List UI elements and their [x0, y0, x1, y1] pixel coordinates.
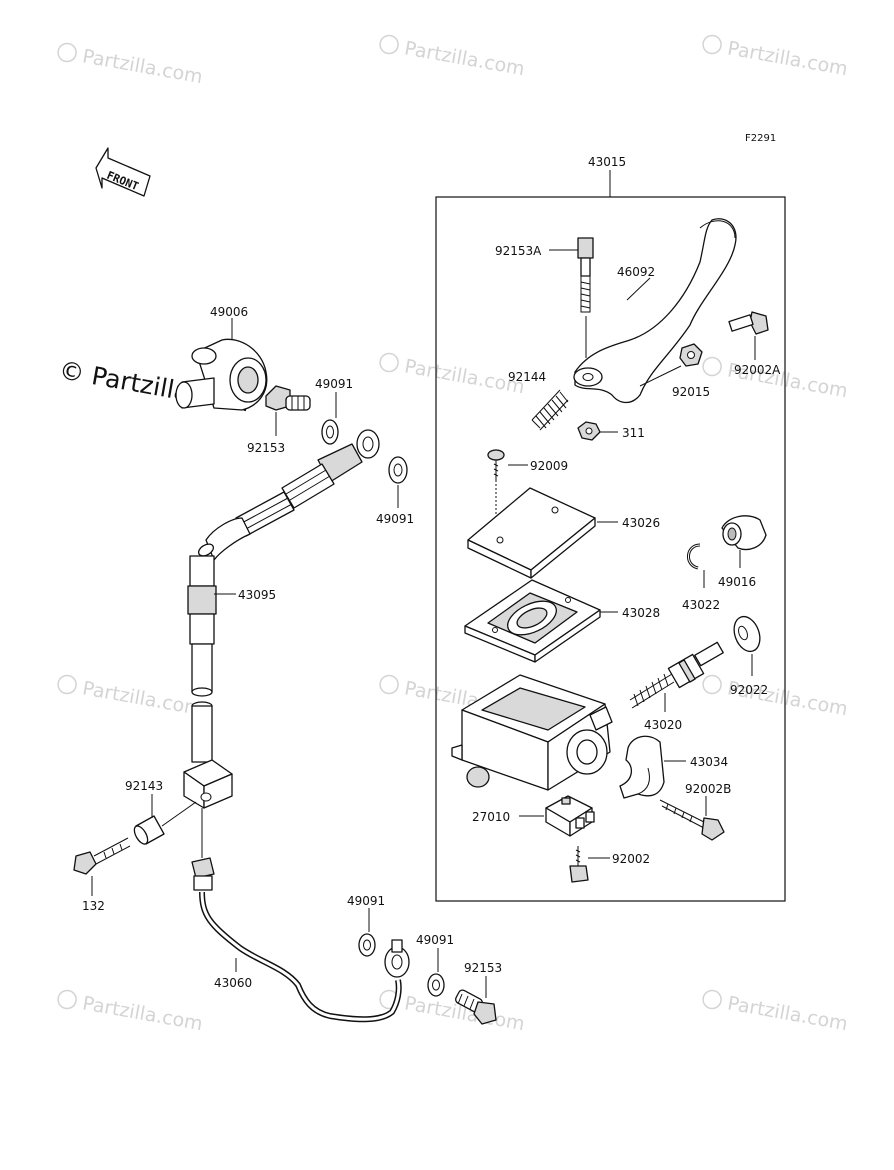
label-46092[interactable]: 46092	[617, 265, 655, 279]
piston-43020-icon	[629, 641, 724, 709]
label-92002[interactable]: 92002	[612, 852, 650, 866]
label-43060[interactable]: 43060	[214, 976, 252, 990]
bolt-92002A-icon	[728, 311, 769, 335]
label-92153-bottom[interactable]: 92153	[464, 961, 502, 975]
label-92153A[interactable]: 92153A	[495, 244, 542, 258]
label-92009[interactable]: 92009	[530, 459, 568, 473]
label-49091-c[interactable]: 49091	[347, 894, 385, 908]
lever-46092-icon	[573, 218, 737, 404]
label-27010[interactable]: 27010	[472, 810, 510, 824]
pipe-43060-icon	[191, 808, 410, 1023]
svg-text:Partzilla.com: Partzilla.com	[726, 992, 850, 1035]
washer-92022-icon	[733, 615, 761, 653]
washer-49091-d-icon	[427, 973, 445, 997]
clamp-43034-icon	[619, 735, 665, 799]
switch-27010-icon	[545, 795, 595, 837]
washer-49091-b-icon	[388, 456, 408, 484]
label-92002A[interactable]: 92002A	[734, 363, 781, 377]
label-92153-top[interactable]: 92153	[247, 441, 285, 455]
cover-43026-icon	[467, 487, 596, 579]
diaphragm-43028-icon	[464, 579, 601, 663]
boot-49016-icon	[721, 515, 767, 551]
nut-311-icon	[577, 421, 601, 441]
label-43028[interactable]: 43028	[622, 606, 660, 620]
label-49091-b[interactable]: 49091	[376, 512, 414, 526]
label-43022[interactable]: 43022	[682, 598, 720, 612]
label-43026[interactable]: 43026	[622, 516, 660, 530]
joint-49006-icon	[175, 338, 268, 411]
bolt-132-icon	[73, 837, 131, 875]
svg-text:Partzilla.com: Partzilla.com	[81, 677, 205, 720]
svg-text:Partzilla.com: Partzilla.com	[81, 45, 205, 88]
label-49006[interactable]: 49006	[210, 305, 248, 319]
figure-code: F2291	[745, 133, 776, 144]
label-92144[interactable]: 92144	[508, 370, 546, 384]
spring-92144-icon	[531, 389, 569, 431]
label-311[interactable]: 311	[622, 426, 645, 440]
label-49016[interactable]: 49016	[718, 575, 756, 589]
washer-49091-c-icon	[358, 933, 376, 957]
svg-text:Partzilla.com: Partzilla.com	[403, 37, 527, 80]
screw-92002-icon	[569, 846, 589, 883]
label-43034[interactable]: 43034	[690, 755, 728, 769]
label-49091-a[interactable]: 49091	[315, 377, 353, 391]
screw-92009-icon	[487, 449, 505, 482]
label-43095[interactable]: 43095	[238, 588, 276, 602]
label-92015[interactable]: 92015	[672, 385, 710, 399]
label-43020[interactable]: 43020	[644, 718, 682, 732]
hose-43095-icon	[187, 429, 380, 763]
label-49091-d[interactable]: 49091	[416, 933, 454, 947]
label-92002B[interactable]: 92002B	[685, 782, 731, 796]
svg-text:Partzilla.com: Partzilla.com	[81, 992, 205, 1035]
collar-92143-icon	[133, 815, 165, 845]
label-132[interactable]: 132	[82, 899, 105, 913]
bolt-92153A-icon	[577, 237, 594, 313]
label-92143[interactable]: 92143	[125, 779, 163, 793]
svg-text:Partzilla.com: Partzilla.com	[726, 37, 850, 80]
bolt-92002B-icon	[659, 799, 725, 841]
nut-92015-icon	[679, 343, 703, 367]
washer-49091-a-icon	[321, 419, 339, 445]
master-cylinder-body-icon	[451, 674, 613, 791]
bolt-92153-top-icon	[265, 385, 311, 411]
hose-junction-block-icon	[183, 759, 233, 809]
circlip-43022-icon	[687, 543, 701, 570]
label-92022[interactable]: 92022	[730, 683, 768, 697]
bolt-92153-bottom-icon	[454, 989, 497, 1025]
label-43015[interactable]: 43015	[588, 155, 626, 169]
front-arrow-icon: FRONT	[95, 147, 151, 197]
